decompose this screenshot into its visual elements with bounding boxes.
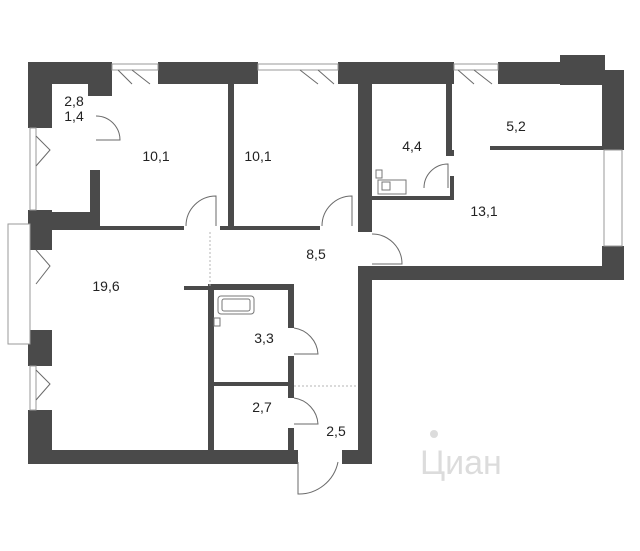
- zone-lines: [209, 232, 358, 387]
- watermark: Циан: [420, 430, 502, 482]
- doors: [35, 69, 493, 495]
- area-bathroom-small: 4,4: [402, 138, 422, 154]
- area-kitchen: 5,2: [506, 118, 526, 134]
- windows: [7, 63, 623, 411]
- room-labels: 2,8 1,4 10,1 10,1 4,4 5,2 13,1 8,5 19,6 …: [64, 93, 526, 439]
- watermark-text: Циан: [420, 444, 502, 482]
- outer-walls: [28, 55, 624, 464]
- area-bedroom-2: 10,1: [244, 148, 271, 164]
- area-wc: 2,7: [252, 399, 272, 415]
- area-storage-top: 2,8: [64, 93, 84, 109]
- area-storage-bottom: 1,4: [64, 108, 84, 124]
- interior-walls: [52, 84, 602, 454]
- area-hallway: 8,5: [306, 246, 326, 262]
- bathtub-icon: [217, 295, 255, 315]
- area-bedroom-1: 10,1: [142, 148, 169, 164]
- area-entrance: 2,5: [326, 423, 346, 439]
- washer-icon: [377, 179, 407, 195]
- area-living-kitchen: 13,1: [470, 203, 497, 219]
- area-living-room: 19,6: [92, 278, 119, 294]
- area-bathroom: 3,3: [254, 330, 274, 346]
- sink-icon: [213, 317, 221, 327]
- fixtures: [213, 169, 407, 327]
